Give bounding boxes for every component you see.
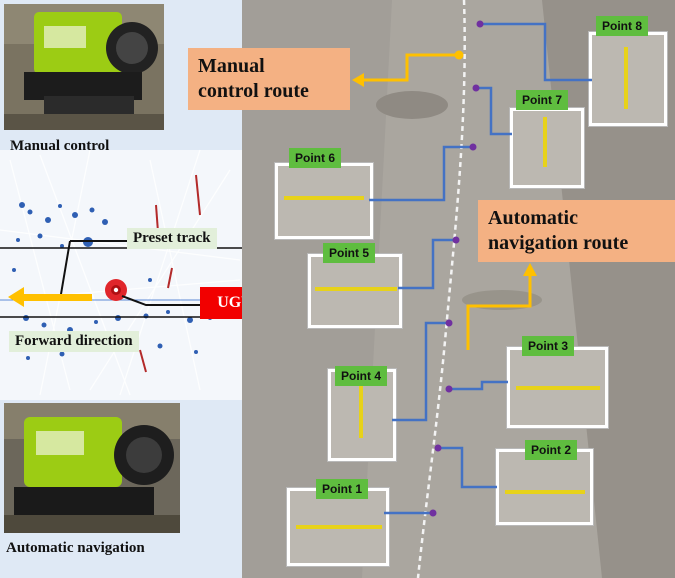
point-1-photo bbox=[287, 488, 389, 566]
manual-route-arrow-origin bbox=[454, 50, 464, 60]
leader-dot-point-7 bbox=[472, 84, 480, 92]
sprayer-robot-image bbox=[4, 4, 164, 130]
point-7-photo bbox=[510, 108, 584, 188]
manual-route-arrow bbox=[362, 53, 459, 82]
leader-dot-point-6 bbox=[469, 143, 477, 151]
point-7-tag: Point 7 bbox=[516, 90, 569, 110]
leader-line-point-3 bbox=[449, 380, 508, 391]
manual-route-label-line2: control route bbox=[198, 80, 309, 102]
leader-dot-point-4 bbox=[445, 319, 453, 327]
leader-line-point-2 bbox=[438, 446, 497, 489]
manual-control-photo bbox=[4, 4, 164, 130]
point-8-tag: Point 8 bbox=[596, 16, 649, 36]
point-2-tag: Point 2 bbox=[525, 440, 578, 460]
leader-line-point-8 bbox=[480, 22, 592, 82]
sprayer-robot-image bbox=[4, 403, 180, 533]
auto-route-label-line1: Automatic bbox=[488, 207, 578, 229]
point-cloud-map bbox=[0, 149, 242, 400]
point-5-tag: Point 5 bbox=[323, 243, 376, 263]
point-2-photo bbox=[496, 449, 593, 525]
leader-dot-point-3 bbox=[445, 385, 453, 393]
point-5-photo bbox=[308, 254, 402, 328]
leader-line-point-7 bbox=[476, 86, 512, 136]
auto-route-label: Automatic navigation route bbox=[478, 200, 675, 262]
preset-track-label: Preset track bbox=[127, 228, 217, 249]
point-6-photo bbox=[275, 163, 373, 239]
manual-route-label-line1: Manual bbox=[198, 55, 265, 77]
point-6-tag: Point 6 bbox=[289, 148, 342, 168]
manual-route-label: Manual control route bbox=[188, 48, 350, 110]
auto-route-arrow bbox=[466, 274, 532, 350]
auto-route-label-line2: navigation route bbox=[488, 232, 629, 254]
manual-route-arrowhead bbox=[352, 73, 364, 87]
leader-line-point-6 bbox=[369, 145, 473, 202]
automatic-navigation-caption: Automatic navigation bbox=[6, 540, 145, 556]
leader-dot-point-8 bbox=[476, 20, 484, 28]
forward-direction-label: Forward direction bbox=[9, 331, 139, 352]
leader-dot-point-2 bbox=[434, 444, 442, 452]
manual-control-caption: Manual control bbox=[10, 138, 110, 154]
point-3-photo bbox=[507, 347, 608, 428]
automatic-navigation-photo bbox=[4, 403, 180, 533]
leader-line-point-5 bbox=[398, 238, 456, 290]
auto-route-arrowhead bbox=[523, 263, 537, 276]
point-1-tag: Point 1 bbox=[316, 479, 369, 499]
leader-dot-point-1 bbox=[429, 509, 437, 517]
point-8-photo bbox=[589, 32, 667, 126]
leader-line-point-4 bbox=[392, 321, 449, 422]
point-3-tag: Point 3 bbox=[522, 336, 575, 356]
point-4-tag: Point 4 bbox=[335, 366, 388, 386]
leader-dot-point-5 bbox=[452, 236, 460, 244]
